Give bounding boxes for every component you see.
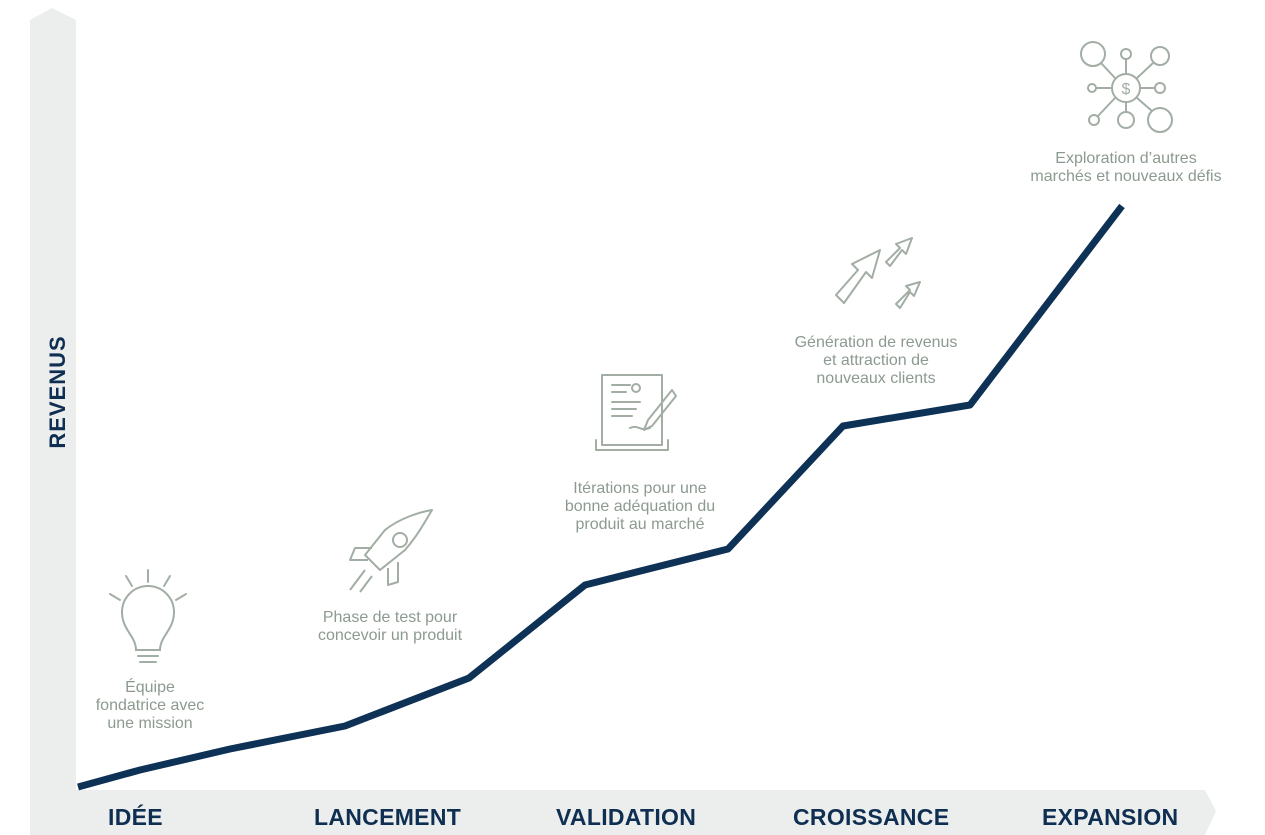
rocket-icon xyxy=(349,509,433,593)
description-line: Équipe xyxy=(125,679,175,696)
growth-arrows-icon xyxy=(835,237,921,309)
description-line: fondatrice avec xyxy=(95,697,205,714)
description-line: produit au marché xyxy=(575,516,705,533)
revenue-growth-line xyxy=(77,203,1125,791)
lightbulb-icon xyxy=(109,569,187,663)
y-axis-band xyxy=(30,8,76,835)
description-line: marchés et nouveaux défis xyxy=(1030,168,1222,185)
market-network-icon: $ xyxy=(1080,41,1173,133)
description-line: Exploration d’autres xyxy=(1055,150,1197,167)
description-line: nouveaux clients xyxy=(816,370,936,387)
stage-label-lancement: LANCEMENT xyxy=(314,804,462,830)
document-signature-icon xyxy=(595,374,677,451)
description-line: une mission xyxy=(107,715,193,732)
description-line: Génération de revenus xyxy=(794,334,958,351)
y-axis-label: REVENUS xyxy=(45,335,70,449)
stage-label-croissance: CROISSANCE xyxy=(793,804,950,830)
x-axis-band xyxy=(30,790,1216,835)
description-line: et attraction de xyxy=(823,352,929,369)
svg-text:$: $ xyxy=(1122,81,1131,98)
stage-label-idee: IDÉE xyxy=(108,804,163,830)
description-line: Phase de test pour xyxy=(322,609,458,626)
stage-label-validation: VALIDATION xyxy=(556,804,697,830)
stage-label-expansion: EXPANSION xyxy=(1042,804,1179,830)
description-line: bonne adéquation du xyxy=(564,498,716,515)
stage-description-lancement: Phase de test pour concevoir un produit xyxy=(280,609,500,645)
stage-description-validation: Itérations pour une bonne adéquation du … xyxy=(524,480,756,534)
description-line: Itérations pour une xyxy=(573,480,707,497)
stage-description-croissance: Génération de revenus et attraction de n… xyxy=(756,334,996,388)
description-line: concevoir un produit xyxy=(317,627,463,644)
stage-description-expansion: Exploration d’autres marchés et nouveaux… xyxy=(995,150,1257,186)
stage-description-idee: Équipe fondatrice avec une mission xyxy=(70,679,230,733)
